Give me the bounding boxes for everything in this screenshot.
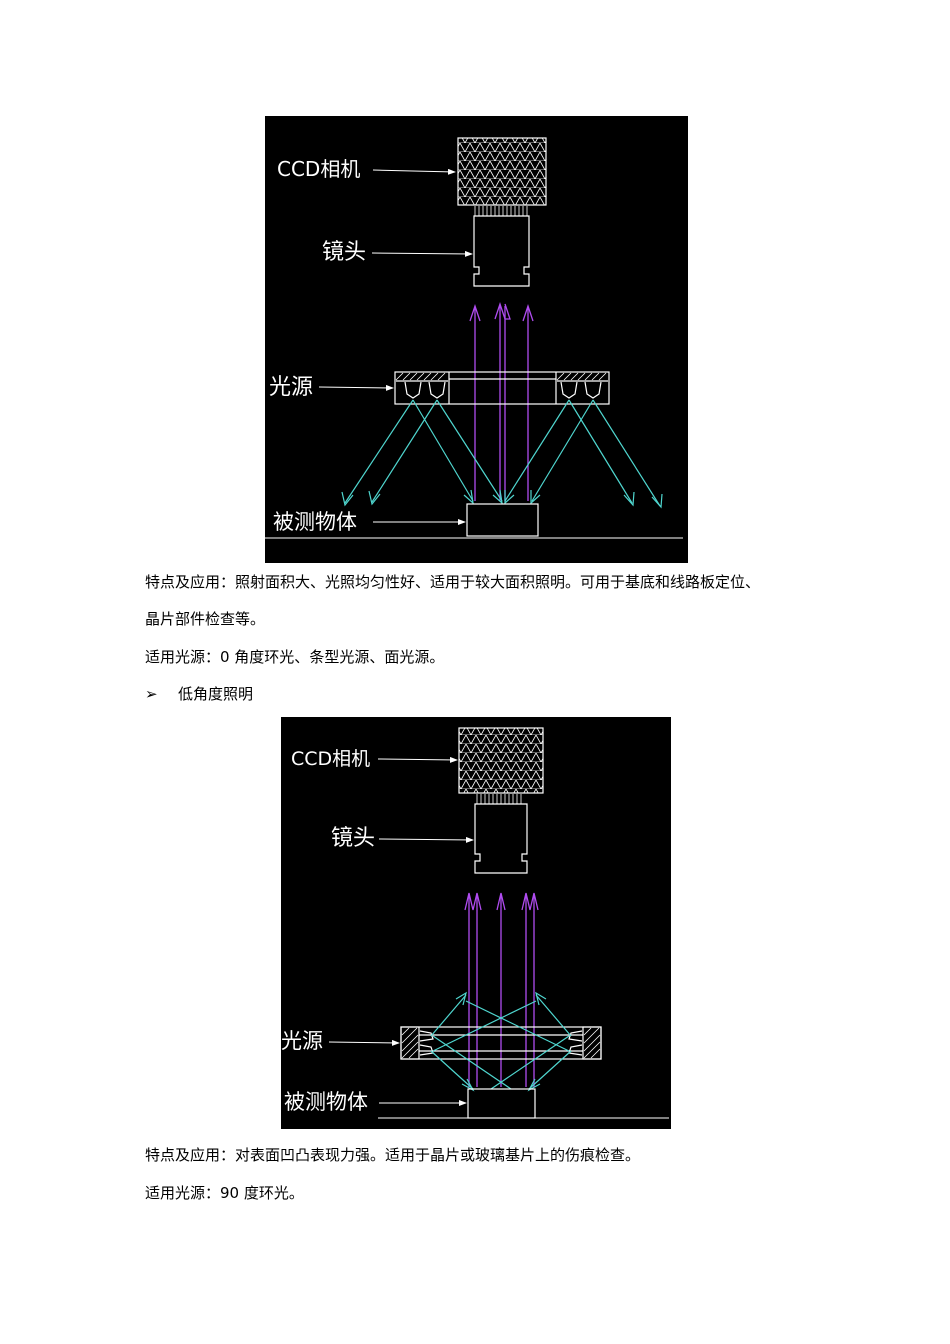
diagram-bright-field-lighting: CCD相机 镜头 光源 被测物体 bbox=[265, 116, 688, 563]
test-object-icon bbox=[467, 1088, 536, 1119]
object-label: 被测物体 bbox=[273, 510, 357, 534]
features-text-1-line2: 晶片部件检查等。 bbox=[145, 610, 266, 628]
lens-icon bbox=[473, 215, 530, 287]
lens-label: 镜头 bbox=[322, 240, 366, 265]
light-source-label: 光源 bbox=[281, 1029, 323, 1053]
ring-light-icon bbox=[394, 371, 610, 405]
bullet-arrow-icon: ➢ bbox=[145, 685, 158, 703]
applicable-light-2: 适用光源：90 度环光。 bbox=[145, 1184, 304, 1202]
features-text-2: 特点及应用：对表面凹凸表现力强。适用于晶片或玻璃基片上的伤痕检查。 bbox=[145, 1146, 641, 1164]
lens-icon bbox=[474, 803, 528, 874]
object-label: 被测物体 bbox=[284, 1090, 368, 1114]
applicable-light-1: 适用光源：0 角度环光、条型光源、面光源。 bbox=[145, 648, 445, 666]
lens-label: 镜头 bbox=[331, 826, 375, 851]
ring-light-icon bbox=[400, 1026, 602, 1060]
camera-label: CCD相机 bbox=[291, 748, 370, 770]
diagram-low-angle-lighting: CCD相机 镜头 光源 被测物体 bbox=[281, 717, 671, 1129]
features-text-1-line1: 特点及应用：照射面积大、光照均匀性好、适用于较大面积照明。可用于基底和线路板定位… bbox=[145, 573, 761, 591]
section-title: 低角度照明 bbox=[178, 685, 254, 703]
ccd-camera-icon bbox=[458, 727, 544, 804]
ccd-camera-icon bbox=[457, 137, 547, 216]
light-source-label: 光源 bbox=[269, 375, 313, 400]
camera-label: CCD相机 bbox=[277, 157, 360, 181]
test-object-icon bbox=[466, 503, 539, 537]
